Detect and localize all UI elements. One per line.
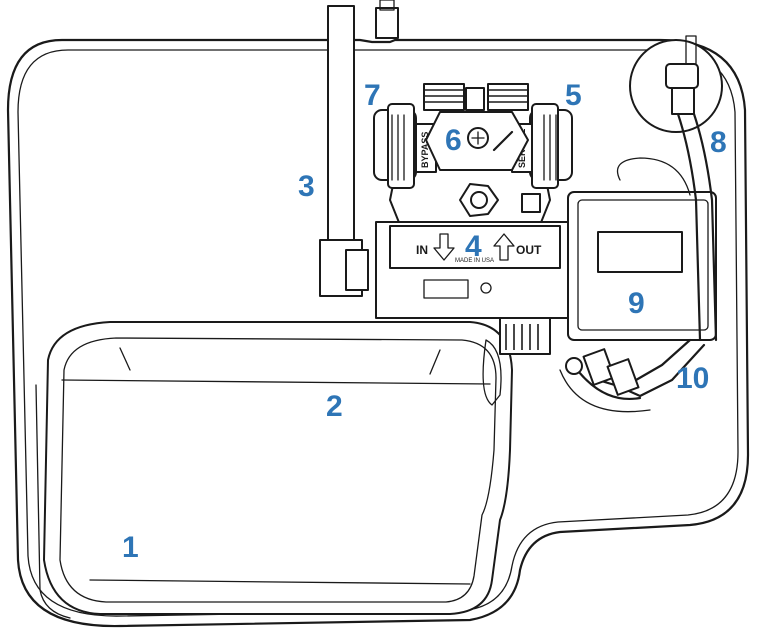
callout-3: 3 bbox=[298, 170, 315, 203]
callout-5: 5 bbox=[565, 79, 582, 112]
salt-lid bbox=[35, 321, 513, 619]
controller-box bbox=[567, 157, 717, 341]
callout-10: 10 bbox=[676, 362, 709, 395]
callout-labels: 1 2 3 4 5 6 7 8 9 10 bbox=[122, 79, 727, 564]
drain-fitting bbox=[629, 35, 723, 342]
callout-8: 8 bbox=[710, 126, 727, 159]
callout-2: 2 bbox=[326, 390, 343, 423]
bypass-label: BYPASS bbox=[420, 132, 430, 168]
out-label: OUT bbox=[516, 243, 542, 257]
in-label: IN bbox=[416, 243, 428, 257]
callout-1: 1 bbox=[122, 531, 139, 564]
brine-line-hose bbox=[565, 338, 706, 398]
brine-tube bbox=[319, 0, 399, 297]
callout-7: 7 bbox=[364, 79, 381, 112]
control-valve: BYPASS SERVICE IN OUT MAD bbox=[373, 83, 577, 355]
callout-6: 6 bbox=[445, 124, 462, 157]
callout-4: 4 bbox=[465, 230, 482, 263]
cabinet-outline bbox=[6, 38, 750, 628]
callout-9: 9 bbox=[628, 287, 645, 320]
made-in-label: MADE IN USA bbox=[455, 258, 494, 264]
